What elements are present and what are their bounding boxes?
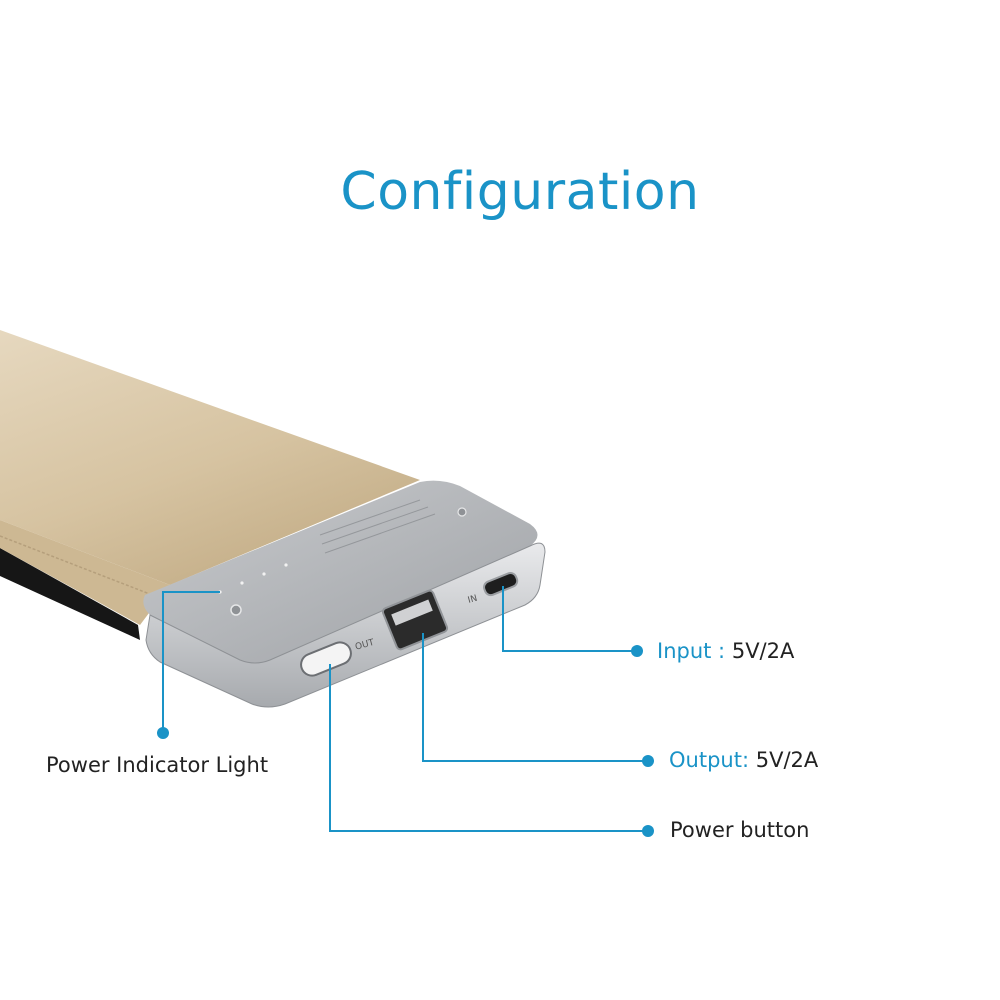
button-callout-dot [642,825,654,837]
metal-cap-front [145,542,546,708]
metal-cap-top [143,480,538,663]
input-callout-dot [631,645,643,657]
power-button-label: Power button [670,818,810,842]
input-label: Input : 5V/2A [657,639,794,663]
page-title: Configuration [340,162,700,222]
input-label-key: Input : [657,639,726,663]
output-callout-line [422,633,648,762]
button-callout-line [329,664,648,832]
light-callout-dot [157,727,169,739]
output-label: Output: 5V/2A [669,748,818,772]
input-callout-line [502,586,637,652]
port-in-label: IN [467,594,479,606]
output-label-value: 5V/2A [755,748,819,772]
output-callout-dot [642,755,654,767]
usb-output-port [381,589,449,651]
port-out-label: OUT [354,638,376,653]
device-edge [0,548,140,640]
input-label-value: 5V/2A [731,639,795,663]
output-label-key: Output: [669,748,750,772]
device-body [0,330,420,585]
power-indicator-label: Power Indicator Light [46,753,269,777]
light-callout-line [162,591,220,733]
